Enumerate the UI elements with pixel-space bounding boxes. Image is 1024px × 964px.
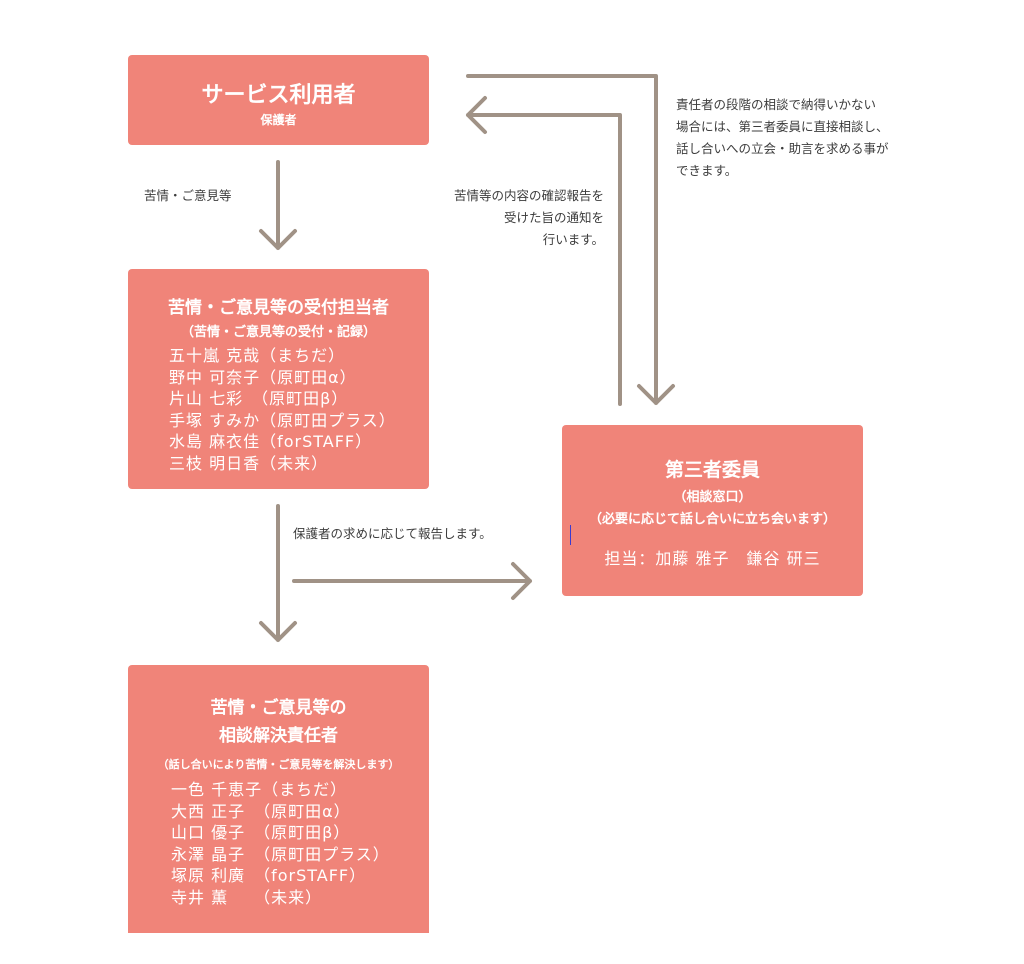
arrow-user-to-third-party: [466, 74, 675, 405]
confirmation-line: 行います。: [542, 232, 604, 247]
resolution-member: 寺井 薫 （未来）: [171, 887, 323, 907]
reception-box: 苦情・ご意見等の受付担当者 （苦情・ご意見等の受付・記録） 五十嵐 克哉（まちだ…: [128, 269, 429, 489]
resolution-title-line2: 相談解決責任者: [219, 726, 338, 746]
third-party-contact: 担当：加藤 雅子 鎌谷 研三: [604, 549, 821, 568]
resolution-member: 大西 正子 （原町田α）: [171, 801, 351, 821]
confirmation-line: 受けた旨の通知を: [503, 210, 604, 225]
reception-members: 五十嵐 克哉（まちだ） 野中 可奈子（原町田α） 片山 七彩 （原町田β） 手塚…: [169, 345, 396, 474]
direct-consult-line: 責任者の段階の相談で納得いかない: [676, 97, 877, 112]
third-party-subtitle-1: （相談窓口）: [673, 490, 752, 505]
reception-title: 苦情・ご意見等の受付担当者: [168, 298, 389, 318]
third-party-subtitle-2: （必要に応じて話し合いに立ち会います）: [588, 512, 836, 527]
third-party-title: 第三者委員: [664, 459, 760, 481]
arrow-reception-to-resolution: [259, 504, 297, 642]
resolution-box: 苦情・ご意見等の 相談解決責任者 （話し合いにより苦情・ご意見等を解決します） …: [128, 665, 429, 933]
resolution-member: 山口 優子 （原町田β）: [171, 823, 351, 842]
arrow-to-third-party: [292, 562, 532, 600]
confirmation-note: 苦情等の内容の確認報告を 受けた旨の通知を 行います。: [404, 185, 604, 251]
service-user-subtitle: 保護者: [260, 113, 297, 127]
resolution-member: 永澤 晶子 （原町田プラス）: [171, 844, 390, 864]
reception-subtitle: （苦情・ご意見等の受付・記録）: [180, 325, 376, 340]
third-party-box: 第三者委員 （相談窓口） （必要に応じて話し合いに立ち会います） 担当：加藤 雅…: [562, 425, 863, 596]
resolution-members: 一色 千恵子（まちだ） 大西 正子 （原町田α） 山口 優子 （原町田β） 永澤…: [171, 779, 390, 908]
reception-member: 片山 七彩 （原町田β）: [169, 389, 349, 408]
resolution-subtitle: （話し合いにより苦情・ご意見等を解決します）: [157, 758, 400, 771]
reception-member: 水島 麻衣佳（forSTAFF）: [169, 432, 373, 451]
confirmation-line: 苦情等の内容の確認報告を: [453, 188, 604, 203]
report-to-guardian-note: 保護者の求めに応じて報告します。: [293, 526, 492, 541]
resolution-member: 塚原 利廣 （forSTAFF）: [171, 866, 367, 885]
reception-member: 三枝 明日香（未来）: [169, 453, 329, 473]
direct-consult-line: できます。: [676, 163, 738, 178]
arrow-user-to-reception: [259, 160, 297, 250]
reception-member: 五十嵐 克哉（まちだ）: [169, 346, 346, 365]
reception-member: 手塚 すみか（原町田プラス）: [169, 410, 396, 430]
direct-consult-line: 場合には、第三者委員に直接相談し、: [676, 119, 889, 134]
reception-member: 野中 可奈子（原町田α）: [169, 367, 357, 387]
resolution-member: 一色 千恵子（まちだ）: [171, 780, 348, 799]
direct-consult-note: 責任者の段階の相談で納得いかない 場合には、第三者委員に直接相談し、 話し合いへ…: [676, 94, 889, 182]
direct-consult-line: 話し合いへの立会・助言を求める事が: [676, 141, 889, 156]
complaints-label: 苦情・ご意見等: [144, 188, 232, 203]
text-cursor: [570, 525, 571, 545]
resolution-title-line1: 苦情・ご意見等の: [210, 698, 347, 718]
arrow-third-party-to-user: [466, 96, 622, 406]
service-user-box: サービス利用者 保護者: [128, 55, 429, 145]
service-user-title: サービス利用者: [201, 83, 356, 108]
